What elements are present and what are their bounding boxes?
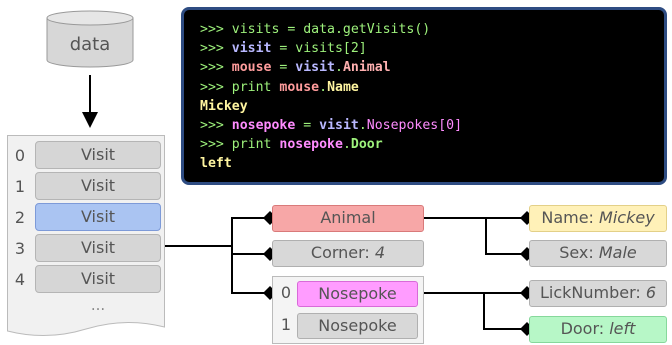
code-token: . bbox=[335, 60, 343, 76]
code-line-4: Mickey bbox=[200, 97, 664, 116]
code-line-0: >>> visits = data.getVisits() bbox=[200, 20, 664, 39]
code-line-7: left bbox=[200, 154, 664, 173]
code-token: mouse bbox=[279, 79, 320, 95]
sex-value: Male bbox=[598, 243, 637, 262]
code-token: Mickey bbox=[200, 98, 248, 114]
visit-index-0: 0 bbox=[14, 146, 26, 165]
code-line-6: >>> print nosepoke.Door bbox=[200, 135, 664, 154]
lick-number-value: 6 bbox=[645, 283, 657, 302]
code-token: nosepoke bbox=[231, 117, 296, 133]
code-token: >>> bbox=[200, 41, 232, 57]
visit-index-3: 3 bbox=[14, 239, 26, 258]
code-token: >>> print bbox=[200, 79, 280, 95]
lick-number-box[interactable]: LickNumber: 6 bbox=[529, 280, 667, 307]
code-token: mouse bbox=[231, 60, 272, 76]
code-token: Door bbox=[350, 137, 383, 153]
code-token: Name bbox=[327, 79, 359, 95]
code-token: nosepoke bbox=[279, 137, 343, 153]
name-box[interactable]: Name: Mickey bbox=[529, 205, 667, 232]
visit-index-4: 4 bbox=[14, 270, 26, 289]
visit-item-3[interactable]: Visit bbox=[35, 234, 161, 262]
nosepoke-item-1[interactable]: Nosepoke bbox=[297, 313, 418, 339]
corner-box[interactable]: Corner: 4 bbox=[272, 240, 424, 267]
code-token: = bbox=[295, 117, 320, 133]
code-token: >>> bbox=[200, 117, 232, 133]
sex-label: Sex: bbox=[559, 243, 599, 262]
python-console: >>> visits = data.getVisits() >>> visit =… bbox=[181, 7, 667, 185]
code-token: = visits[2] bbox=[271, 41, 367, 57]
nosepoke-index-0: 0 bbox=[280, 283, 292, 302]
lick-number-label: LickNumber: bbox=[539, 283, 646, 302]
code-token: visit bbox=[295, 60, 335, 76]
code-token: left bbox=[200, 156, 232, 172]
code-token: visit bbox=[319, 117, 359, 133]
visit-item-2-selected[interactable]: Visit bbox=[35, 203, 161, 231]
nosepoke-to-door-line bbox=[418, 292, 534, 336]
code-line-1: >>> visit = visits[2] bbox=[200, 39, 664, 58]
code-token: Nosepokes[0] bbox=[366, 117, 463, 133]
sex-box[interactable]: Sex: Male bbox=[529, 240, 667, 267]
code-line-5: >>> nosepoke = visit.Nosepokes[0] bbox=[200, 116, 664, 135]
code-token: >>> visits = data.getVisits() bbox=[200, 22, 431, 37]
nosepoke-index-1: 1 bbox=[280, 315, 292, 334]
visit-index-2: 2 bbox=[14, 208, 26, 227]
code-line-2: >>> mouse = visit.Animal bbox=[200, 58, 664, 77]
visit-to-corner-line bbox=[231, 246, 277, 261]
corner-label: Corner: bbox=[310, 243, 375, 262]
visit-to-animal-line bbox=[161, 211, 277, 247]
animal-to-sex-line bbox=[424, 217, 534, 261]
database-cylinder-icon bbox=[46, 10, 134, 68]
code-token: . bbox=[319, 79, 328, 95]
visit-item-4[interactable]: Visit bbox=[35, 265, 161, 293]
code-token: visit bbox=[231, 41, 272, 57]
door-box[interactable]: Door: left bbox=[529, 316, 667, 343]
corner-value: 4 bbox=[374, 243, 386, 262]
nosepoke-item-0[interactable]: Nosepoke bbox=[297, 281, 418, 307]
name-label: Name: bbox=[541, 208, 600, 227]
door-label: Door: bbox=[560, 319, 610, 338]
code-token: >>> print bbox=[200, 137, 280, 153]
visit-index-1: 1 bbox=[14, 177, 26, 196]
code-line-3: >>> print mouse.Name bbox=[200, 78, 664, 97]
code-token: Animal bbox=[342, 60, 391, 76]
door-value: left bbox=[609, 319, 636, 338]
visit-item-1[interactable]: Visit bbox=[35, 172, 161, 200]
code-token: = bbox=[271, 60, 296, 76]
code-token: >>> bbox=[200, 60, 232, 76]
name-value: Mickey bbox=[599, 208, 655, 227]
code-token: . bbox=[358, 117, 367, 133]
visit-item-0[interactable]: Visit bbox=[35, 141, 161, 169]
code-token: . bbox=[342, 137, 351, 153]
visit-to-nosepokes-line bbox=[231, 246, 277, 300]
database-label: data bbox=[69, 34, 111, 55]
animal-box[interactable]: Animal bbox=[272, 205, 424, 232]
visits-more-ellipsis: ... bbox=[90, 296, 106, 314]
